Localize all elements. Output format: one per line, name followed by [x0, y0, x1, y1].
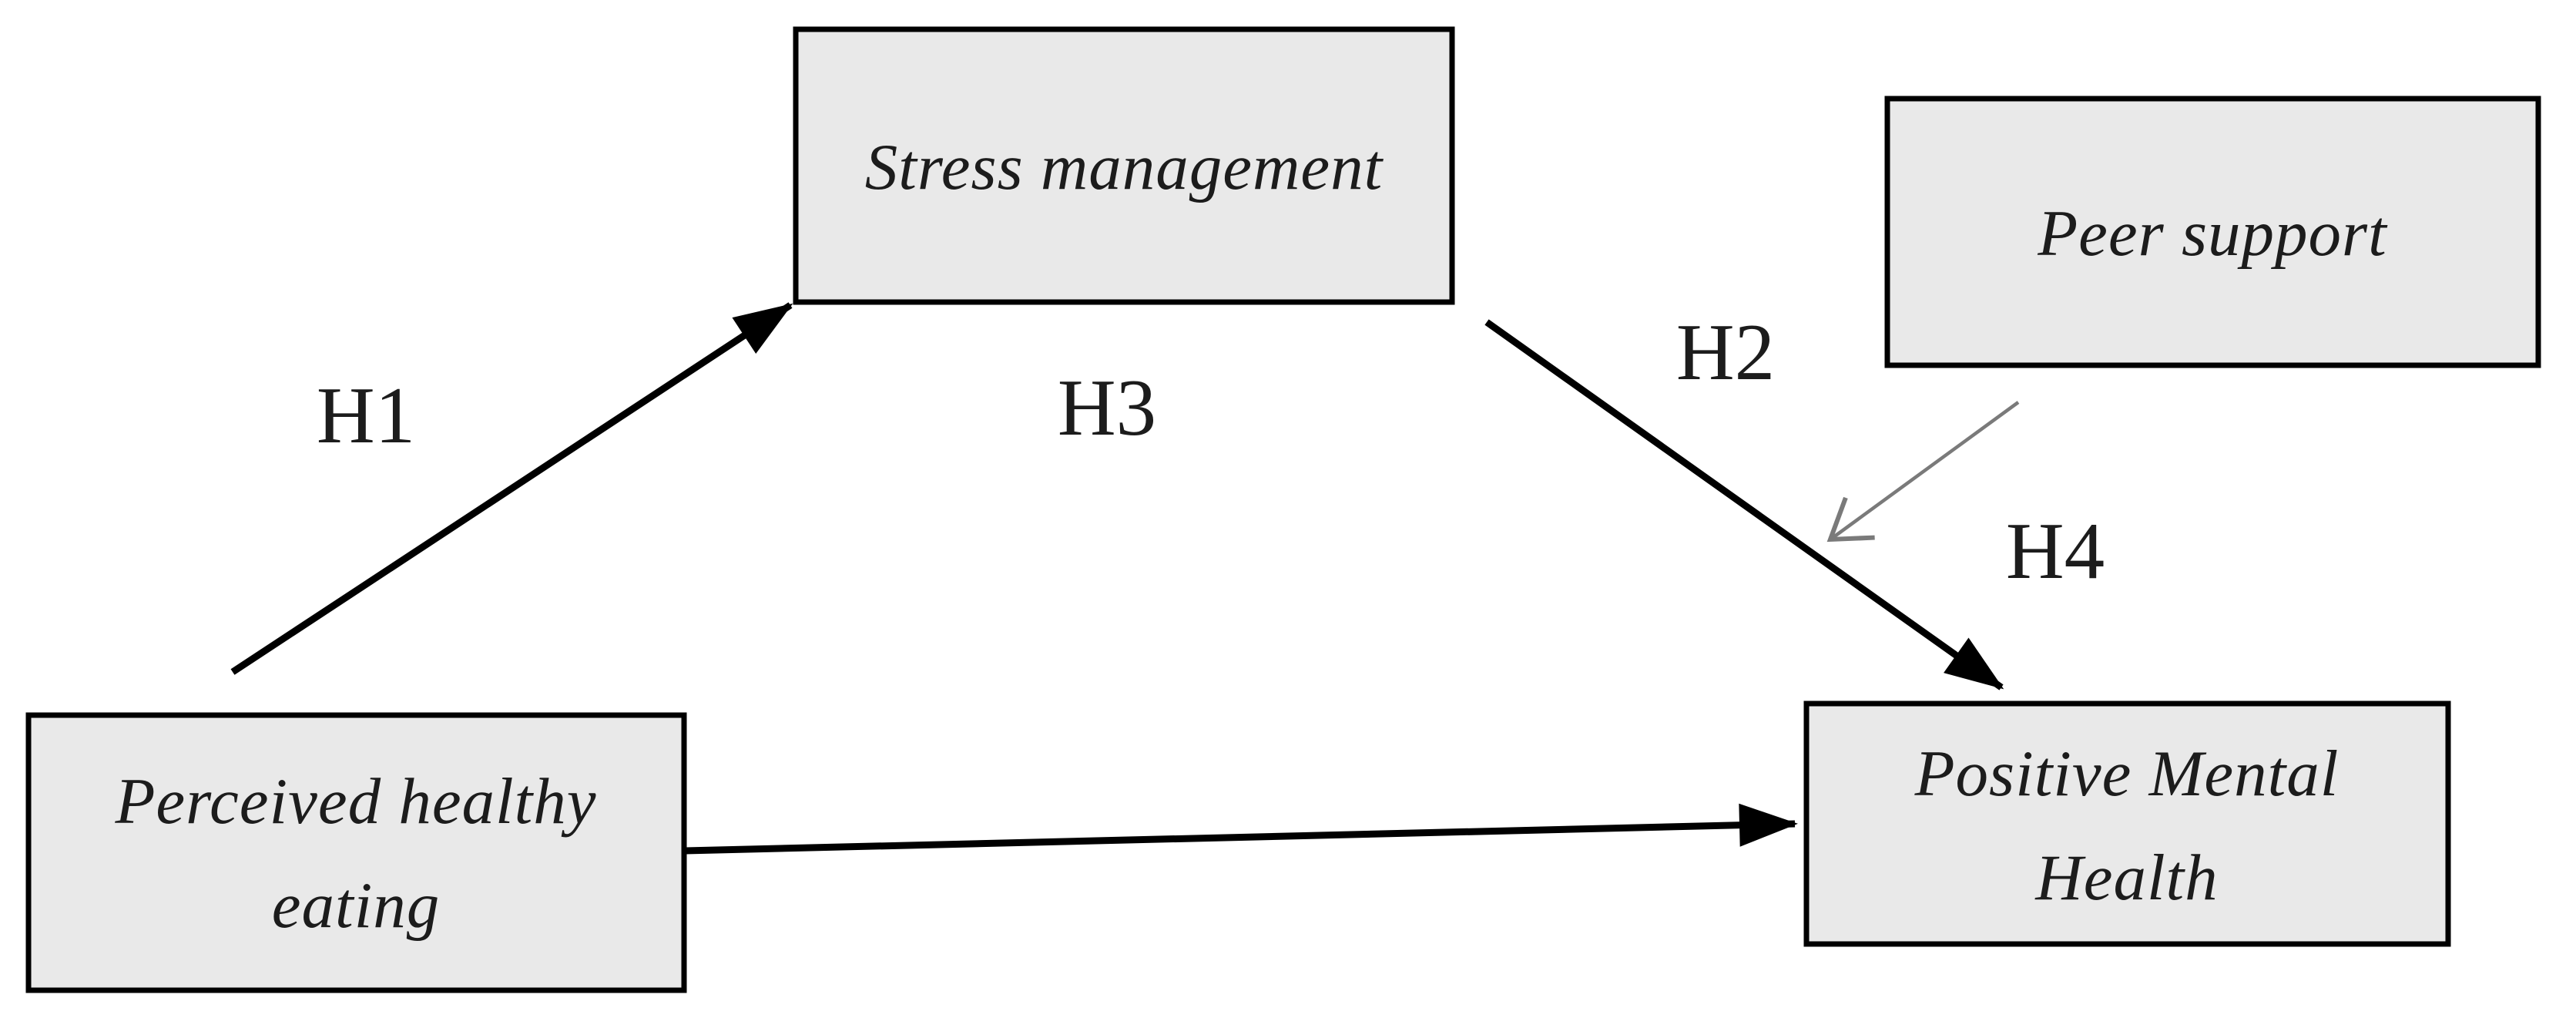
positive-mental-health-label-line1: Positive Mental [1914, 737, 2340, 810]
h4-label: H4 [2006, 506, 2105, 596]
positive-mental-health-box [1803, 701, 2451, 947]
stress-management-node: Stress management [793, 26, 1455, 305]
peer-support-label: Peer support [2037, 197, 2388, 270]
perceived-healthy-eating-label-line2: eating [272, 869, 440, 942]
perceived-healthy-eating-box [25, 712, 687, 993]
h1-arrow-perceived-to-stress [230, 302, 793, 675]
h4-moderation-arrow-peer-support [1826, 401, 2020, 543]
h2-label: H2 [1676, 307, 1775, 397]
perceived-healthy-eating-label-line1: Perceived healthy [114, 765, 596, 838]
perceived-healthy-eating-node: Perceived healthy eating [25, 712, 687, 993]
stress-management-label: Stress management [865, 131, 1384, 203]
h2-arrow-stress-to-positive-mental-health [1484, 319, 2004, 690]
h3-label: H3 [1058, 362, 1156, 452]
h3-arrow-perceived-to-positive-mental-health [684, 803, 1798, 855]
stress-management-box [793, 26, 1455, 305]
peer-support-box [1884, 96, 2541, 368]
positive-mental-health-node: Positive Mental Health [1803, 701, 2451, 947]
positive-mental-health-label-line2: Health [2034, 842, 2218, 914]
h1-label: H1 [317, 370, 415, 460]
peer-support-node: Peer support [1884, 96, 2541, 368]
